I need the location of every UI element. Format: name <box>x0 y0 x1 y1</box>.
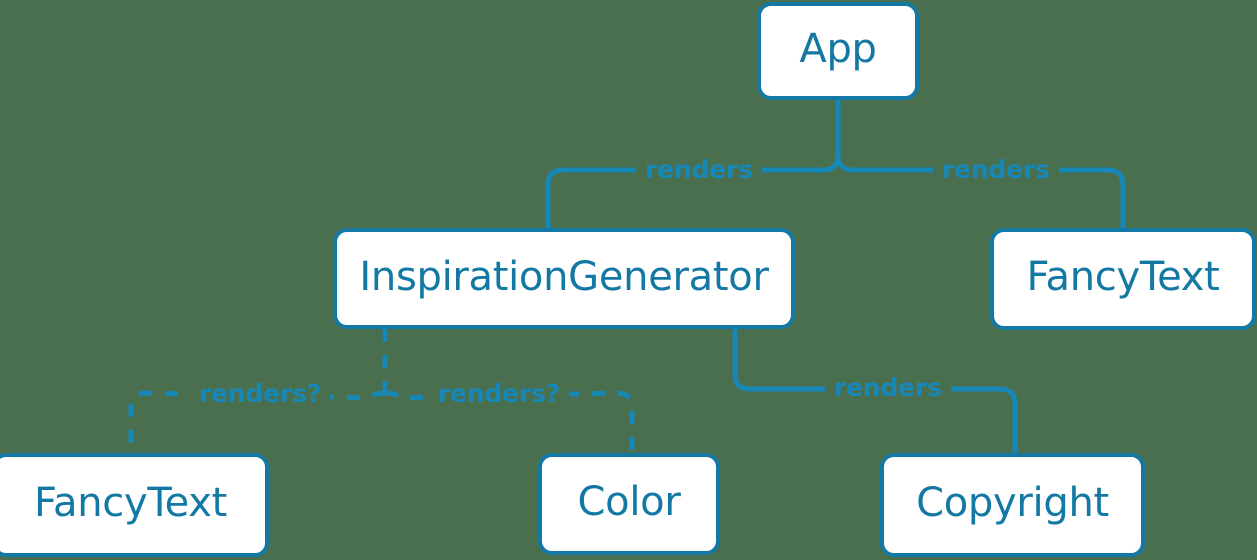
edge-inspirationgenerator-to-fancytext-dashed <box>128 390 386 453</box>
edge-label-app-to-fancytext: renders <box>933 157 1059 182</box>
node-color[interactable]: Color <box>538 453 720 555</box>
edge-label-inspirationgenerator-to-fancytext: renders? <box>190 381 331 406</box>
node-fancytext-top[interactable]: FancyText <box>990 228 1256 330</box>
node-fancytext-top-label: FancyText <box>1026 254 1220 300</box>
node-inspiration-generator[interactable]: InspirationGenerator <box>333 228 795 329</box>
node-fancytext-bottom-label: FancyText <box>33 480 228 526</box>
edge-inspirationgenerator-to-color-dashed <box>384 390 635 453</box>
node-app-label: App <box>799 26 877 72</box>
edge-label-app-to-inspirationgenerator: renders <box>636 157 762 182</box>
edge-label-inspirationgenerator-to-copyright: renders <box>825 375 951 400</box>
node-app[interactable]: App <box>757 2 919 100</box>
edge-app-to-fancytext <box>835 154 1126 228</box>
node-inspiration-generator-label: InspirationGenerator <box>359 253 769 300</box>
node-fancytext-bottom[interactable]: FancyText <box>0 453 269 557</box>
edge-label-inspirationgenerator-to-color: renders? <box>429 381 570 406</box>
node-copyright-label: Copyright <box>916 480 1109 526</box>
node-color-label: Color <box>577 479 681 525</box>
edge-app-to-inspirationgenerator <box>545 154 841 228</box>
node-copyright[interactable]: Copyright <box>880 453 1145 557</box>
